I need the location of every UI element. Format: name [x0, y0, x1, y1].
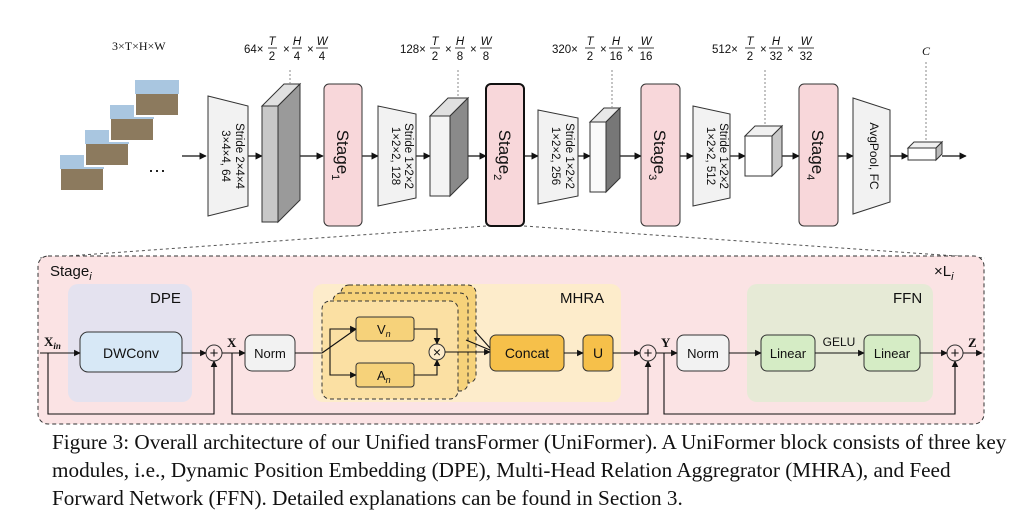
- svg-text:W: W: [481, 36, 493, 48]
- stem1-line2: Stride 2×4×4: [233, 123, 245, 189]
- avgpool-fc-head: AvgPool, FC: [852, 97, 891, 215]
- linear-1-label: Linear: [770, 346, 807, 361]
- svg-text:Stride 1×2×2: Stride 1×2×2: [717, 123, 729, 189]
- stage-4-block[interactable]: Stage4: [798, 83, 839, 227]
- repeat-label: ×Li: [934, 263, 954, 283]
- feature-map-1: [260, 82, 302, 224]
- dpe-title: DPE: [150, 290, 181, 307]
- svg-text:1×2×2, 256: 1×2×2, 256: [549, 127, 561, 185]
- y-label: Y: [661, 335, 671, 350]
- output-dim-c: C: [922, 44, 931, 58]
- norm-2-label: Norm: [687, 346, 719, 361]
- svg-text:T: T: [586, 36, 594, 48]
- svg-text:8: 8: [457, 51, 463, 63]
- svg-text:×: ×: [760, 44, 767, 56]
- input-dims: 3×T×H×W: [112, 39, 166, 53]
- dims-label-2: 128× T 2 × H 8 × W 8: [400, 36, 493, 63]
- svg-text:2: 2: [587, 51, 593, 63]
- svg-text:64×: 64×: [244, 44, 264, 56]
- stage-detail-label: Stagei: [50, 263, 92, 283]
- svg-text:T: T: [746, 36, 754, 48]
- svg-text:W: W: [641, 36, 653, 48]
- dims-label-3: 320× T 2 × H 16 × W 16: [552, 36, 654, 63]
- svg-text:Stage4: Stage4: [804, 130, 827, 181]
- svg-text:+: +: [951, 345, 960, 362]
- stem-conv-1: 3×4×4, 64 Stride 2×4×4: [207, 95, 249, 217]
- stage-2-block[interactable]: Stage2: [485, 83, 525, 227]
- feature-map-2: [428, 96, 470, 198]
- stem-conv-3: 1×2×2, 256 Stride 1×2×2: [537, 109, 579, 205]
- norm-1-label: Norm: [254, 346, 286, 361]
- svg-text:×: ×: [627, 44, 634, 56]
- svg-text:Stage2: Stage2: [491, 130, 514, 181]
- svg-text:128×: 128×: [400, 44, 426, 56]
- svg-text:320×: 320×: [552, 44, 578, 56]
- a-label: An: [377, 368, 391, 385]
- x-label: X: [227, 335, 237, 350]
- output-vector: [906, 140, 944, 162]
- svg-text:4: 4: [319, 51, 326, 63]
- svg-text:+: +: [210, 345, 219, 362]
- svg-text:2: 2: [432, 51, 438, 63]
- svg-text:H: H: [293, 36, 302, 48]
- svg-text:Stage3: Stage3: [646, 130, 669, 181]
- mhra-title: MHRA: [560, 290, 604, 307]
- architecture-figure: ⋯ 3×T×H×W 3×4×4, 64 Stride 2×4×4 64× T 2: [37, 36, 986, 425]
- svg-text:16: 16: [610, 51, 623, 63]
- svg-text:16: 16: [640, 51, 653, 63]
- z-label: Z: [968, 335, 977, 350]
- gelu-label: GELU: [823, 335, 856, 349]
- u-label: U: [593, 345, 603, 361]
- dims-label-4: 512× T 2 × H 32 × W 32: [712, 36, 814, 63]
- input-ellipsis: ⋯: [148, 161, 166, 181]
- stage-3-block[interactable]: Stage3: [640, 83, 681, 227]
- svg-text:×: ×: [787, 44, 794, 56]
- svg-text:1×2×2, 128: 1×2×2, 128: [389, 127, 401, 185]
- ffn-title: FFN: [893, 290, 922, 307]
- input-video-frames: [59, 79, 180, 192]
- feature-map-3: [588, 106, 622, 194]
- svg-text:4: 4: [294, 51, 301, 63]
- svg-text:W: W: [317, 36, 329, 48]
- dims-label-1: 64× T 2 × H 4 × W 4: [244, 36, 329, 63]
- svg-text:Stride 1×2×2: Stride 1×2×2: [402, 123, 414, 189]
- svg-text:×: ×: [445, 44, 452, 56]
- svg-text:32: 32: [770, 51, 783, 63]
- svg-text:H: H: [772, 36, 781, 48]
- svg-text:×: ×: [470, 44, 477, 56]
- feature-map-4: [743, 124, 784, 178]
- svg-text:H: H: [456, 36, 465, 48]
- figure-caption: Figure 3: Overall architecture of our Un…: [52, 430, 1007, 510]
- svg-text:512×: 512×: [712, 44, 738, 56]
- svg-text:+: +: [644, 345, 653, 362]
- svg-text:×: ×: [283, 44, 290, 56]
- svg-text:32: 32: [800, 51, 813, 63]
- svg-text:3×4×4, 64: 3×4×4, 64: [219, 130, 231, 182]
- ffn-region: [747, 284, 933, 402]
- dwconv-label: DWConv: [103, 345, 159, 361]
- svg-text:T: T: [268, 36, 276, 48]
- svg-text:8: 8: [483, 51, 489, 63]
- svg-text:AvgPool, FC: AvgPool, FC: [867, 122, 881, 189]
- svg-text:1×2×2, 512: 1×2×2, 512: [704, 127, 716, 185]
- svg-text:2: 2: [269, 51, 275, 63]
- svg-text:T: T: [431, 36, 439, 48]
- concat-label: Concat: [505, 345, 549, 361]
- svg-text:Stride 2×4×4: Stride 2×4×4: [233, 123, 245, 189]
- stem-conv-4: 1×2×2, 512 Stride 1×2×2: [692, 105, 731, 207]
- svg-text:H: H: [612, 36, 621, 48]
- svg-text:Stage1: Stage1: [329, 130, 352, 181]
- svg-text:×: ×: [600, 44, 607, 56]
- svg-text:W: W: [801, 36, 813, 48]
- svg-text:×: ×: [307, 44, 314, 56]
- stem-conv-2: 1×2×2, 128 Stride 1×2×2: [377, 105, 417, 207]
- x-in-label: Xin: [44, 334, 61, 351]
- linear-2-label: Linear: [874, 346, 911, 361]
- svg-text:2: 2: [747, 51, 753, 63]
- svg-text:×: ×: [433, 344, 441, 360]
- v-label: Vn: [377, 322, 391, 339]
- stage-1-block[interactable]: Stage1: [323, 83, 363, 227]
- svg-text:Stride 1×2×2: Stride 1×2×2: [563, 123, 575, 189]
- stem1-line1: 3×4×4, 64: [219, 130, 231, 182]
